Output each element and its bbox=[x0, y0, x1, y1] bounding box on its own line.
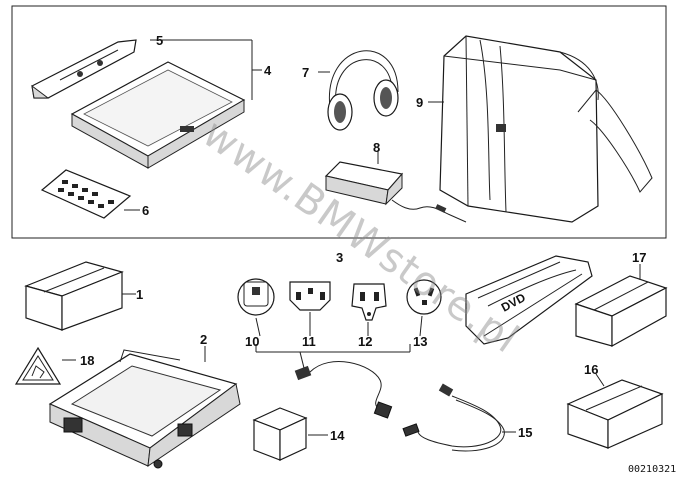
callout-2: 2 bbox=[200, 332, 207, 347]
plug-11-face bbox=[289, 281, 331, 311]
callout-3: 3 bbox=[336, 250, 343, 265]
callout-4: 4 bbox=[264, 63, 272, 78]
callout-8: 8 bbox=[373, 140, 380, 155]
warning-sticker-part bbox=[14, 346, 62, 385]
power-cable-part bbox=[255, 344, 411, 419]
leader-lines bbox=[62, 39, 641, 436]
remote-control-part bbox=[40, 169, 132, 219]
plug-13-face bbox=[406, 279, 442, 315]
soundbar-part bbox=[31, 39, 137, 99]
portable-monitor-part bbox=[70, 61, 246, 169]
callout-16: 16 bbox=[584, 362, 598, 377]
box-part-14 bbox=[252, 407, 308, 461]
callout-12: 12 bbox=[358, 334, 372, 349]
diagram-code: 00210321 bbox=[628, 464, 676, 475]
power-adapter-part bbox=[324, 161, 467, 223]
docking-cradle-part bbox=[48, 349, 241, 469]
callout-15: 15 bbox=[518, 425, 532, 440]
callout-13: 13 bbox=[413, 334, 427, 349]
plug-10-face bbox=[237, 278, 275, 316]
av-cable-part bbox=[402, 383, 505, 452]
box-part-16 bbox=[566, 379, 664, 449]
callout-1: 1 bbox=[136, 287, 143, 302]
callout-14: 14 bbox=[330, 428, 345, 443]
dvd-tray-part bbox=[465, 255, 593, 345]
callout-18: 18 bbox=[80, 353, 94, 368]
plug-12-face bbox=[351, 283, 387, 321]
callout-10: 10 bbox=[245, 334, 259, 349]
callout-7: 7 bbox=[302, 65, 309, 80]
upper-group-frame bbox=[11, 5, 667, 239]
callout-11: 11 bbox=[302, 334, 316, 349]
carrying-bag-part bbox=[439, 35, 653, 223]
callout-5: 5 bbox=[156, 33, 163, 48]
box-part-17 bbox=[574, 275, 668, 348]
headphones-part bbox=[327, 50, 399, 131]
callout-17: 17 bbox=[632, 250, 646, 265]
callout-9: 9 bbox=[416, 95, 423, 110]
callout-6: 6 bbox=[142, 203, 149, 218]
box-part-1 bbox=[24, 261, 124, 331]
